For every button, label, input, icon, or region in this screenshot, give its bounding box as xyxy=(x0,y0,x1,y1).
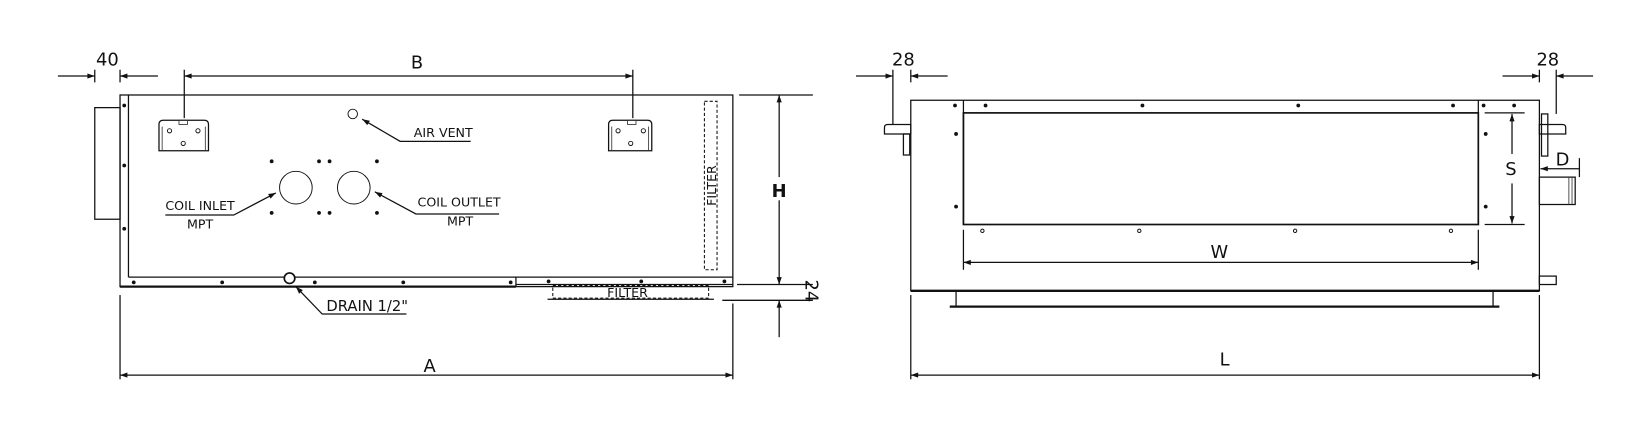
screws xyxy=(122,103,727,285)
hanger-bracket-left xyxy=(158,119,210,152)
filter-bottom-label: FILTER xyxy=(607,285,648,300)
dimension-A: A xyxy=(119,295,734,380)
air-vent xyxy=(347,108,358,120)
dimension-24: 24 xyxy=(722,279,821,338)
front-screws xyxy=(953,103,1517,233)
dimension-L: L xyxy=(910,295,1541,380)
hanger-bracket-right xyxy=(607,119,653,152)
filter-vertical-label: FILTER xyxy=(704,165,719,206)
hanger-bracket-left-front xyxy=(883,123,912,156)
coil-flange-screws xyxy=(269,159,379,215)
hanger-bracket-right-front xyxy=(1538,113,1567,157)
coil-pipe-connection xyxy=(1538,176,1576,286)
drain-connection xyxy=(283,272,296,285)
supply-air-opening xyxy=(962,112,1480,226)
svg-text:A: A xyxy=(423,356,436,377)
dimension-H: H xyxy=(737,94,813,286)
coil-inlet-thread-label: MPT xyxy=(187,217,214,232)
svg-text:28: 28 xyxy=(1536,50,1559,71)
air-vent-label: AIR VENT xyxy=(414,125,473,140)
dimension-28-right: 28 xyxy=(1502,50,1594,114)
coil-outlet-thread-label: MPT xyxy=(447,214,474,229)
svg-text:D: D xyxy=(1556,150,1570,171)
coil-outlet-connection xyxy=(336,170,371,205)
coil-outlet-label: COIL OUTLET xyxy=(418,195,501,210)
filter-rail xyxy=(949,290,1500,308)
filter-vertical xyxy=(703,100,718,271)
fan-outlet-collar xyxy=(94,106,121,220)
coil-inlet-connection xyxy=(279,170,313,205)
dimension-D: D xyxy=(1540,150,1581,178)
dimension-28-left: 28 xyxy=(856,50,948,125)
dimension-W: W xyxy=(962,229,1479,270)
svg-text:S: S xyxy=(1505,159,1516,180)
coil-inlet-label: COIL INLET xyxy=(165,198,235,213)
svg-text:B: B xyxy=(411,53,423,74)
svg-text:28: 28 xyxy=(892,50,915,71)
dimension-S: S xyxy=(1484,112,1525,226)
dimension-B: B xyxy=(183,53,634,119)
svg-text:W: W xyxy=(1210,242,1228,263)
svg-text:40: 40 xyxy=(96,50,119,71)
svg-text:24: 24 xyxy=(800,279,821,302)
drain-label: DRAIN 1/2" xyxy=(326,298,408,315)
front-view: 28 28 S D W L xyxy=(856,50,1594,380)
side-view: AIR VENT COIL INLET MPT COIL OUTLET MPT … xyxy=(57,50,821,380)
unit-body-side xyxy=(119,94,734,288)
dimension-40: 40 xyxy=(57,50,158,83)
svg-text:L: L xyxy=(1220,350,1230,371)
svg-text:H: H xyxy=(772,181,787,202)
